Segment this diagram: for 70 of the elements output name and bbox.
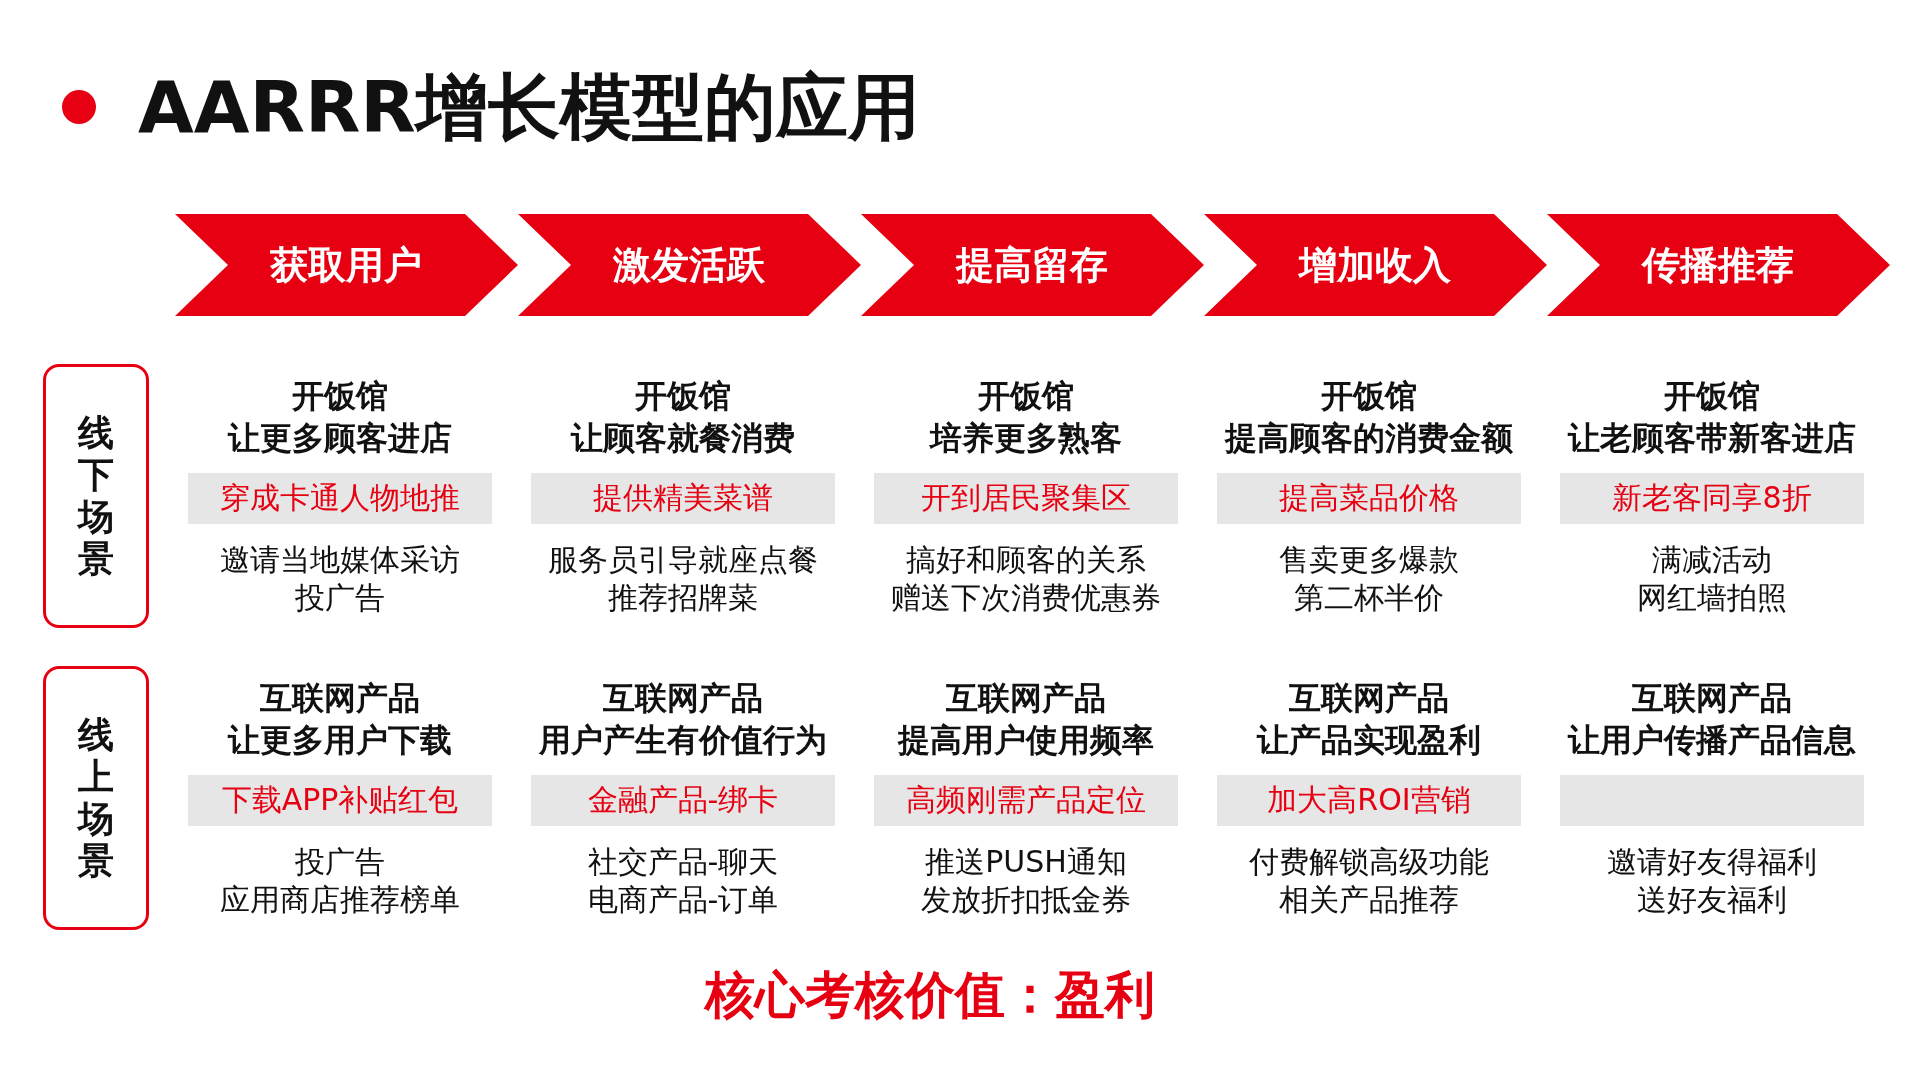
highlight-bar xyxy=(1217,775,1521,826)
highlight-text: 金融产品-绑卡 xyxy=(587,781,779,819)
highlight-bar xyxy=(531,775,835,826)
cell-heading: 让更多用户下载 xyxy=(226,720,453,760)
highlight-bar xyxy=(1560,775,1864,826)
highlight-text: 高频刚需产品定位 xyxy=(906,781,1146,819)
cell-text: 电商产品-订单 xyxy=(586,881,780,919)
row-header-text: 线上场景 xyxy=(76,714,115,882)
highlight-bar xyxy=(531,473,835,524)
caption-text: 核心考核价值：盈利 xyxy=(702,965,1156,1026)
cell-heading: 提高用户使用频率 xyxy=(896,720,1155,760)
row-header-text: 线下场景 xyxy=(76,412,115,580)
cell-text: 售卖更多爆款 xyxy=(1278,541,1460,579)
cell-heading: 开饭馆 xyxy=(291,376,389,416)
row-header-box xyxy=(43,364,149,628)
cell-text: 相关产品推荐 xyxy=(1278,881,1460,919)
cell-heading: 让用户传播产品信息 xyxy=(1566,720,1857,760)
cell-text: 满减活动 xyxy=(1651,541,1773,579)
cell-heading: 互联网产品 xyxy=(602,678,764,718)
highlight-text: 下载APP补贴红包 xyxy=(221,781,459,819)
cell-heading: 提高顾客的消费金额 xyxy=(1223,418,1514,458)
cell-heading: 让更多顾客进店 xyxy=(226,418,453,458)
cell-heading: 互联网产品 xyxy=(1631,678,1793,718)
highlight-bar xyxy=(1217,473,1521,524)
cell-heading: 开饭馆 xyxy=(1320,376,1418,416)
stage-label: 获取用户 xyxy=(269,242,423,288)
slide-title: AARRR增长模型的应用 xyxy=(138,64,920,151)
cell-text: 投广告 xyxy=(294,579,386,617)
cell-text: 邀请好友得福利 xyxy=(1606,843,1818,881)
cell-text: 发放折扣抵金券 xyxy=(920,881,1132,919)
cell-heading: 互联网产品 xyxy=(259,678,421,718)
cell-heading: 互联网产品 xyxy=(945,678,1107,718)
highlight-bar xyxy=(188,473,492,524)
cell-text: 推送PUSH通知 xyxy=(924,843,1128,881)
highlight-text: 加大高ROI营销 xyxy=(1267,781,1471,819)
cell-text: 网红墙拍照 xyxy=(1636,579,1788,617)
highlight-bar xyxy=(1560,473,1864,524)
highlight-bar xyxy=(188,775,492,826)
cell-heading: 开饭馆 xyxy=(634,376,732,416)
cell-text: 邀请当地媒体采访 xyxy=(219,541,461,579)
highlight-text: 提高菜品价格 xyxy=(1279,479,1459,517)
cell-text: 搞好和顾客的关系 xyxy=(905,541,1147,579)
cell-text: 赠送下次消费优惠券 xyxy=(890,579,1162,617)
cell-heading: 用户产生有价值行为 xyxy=(538,720,828,760)
highlight-text: 提供精美菜谱 xyxy=(593,479,773,517)
cell-text: 送好友福利 xyxy=(1636,881,1788,919)
cell-text: 推荐招牌菜 xyxy=(607,579,759,617)
cell-heading: 开饭馆 xyxy=(977,376,1075,416)
highlight-text: 开到居民聚集区 xyxy=(921,479,1131,517)
highlight-bar xyxy=(874,473,1178,524)
cell-heading: 培养更多熟客 xyxy=(928,418,1123,458)
row-header-box xyxy=(43,666,149,930)
highlight-text: 穿成卡通人物地推 xyxy=(220,479,460,517)
cell-text: 应用商店推荐榜单 xyxy=(219,881,461,919)
cell-heading: 让老顾客带新客进店 xyxy=(1566,418,1857,458)
cell-text: 第二杯半价 xyxy=(1293,579,1445,617)
cell-text: 投广告 xyxy=(294,843,386,881)
cell-heading: 互联网产品 xyxy=(1288,678,1450,718)
cell-heading: 让顾客就餐消费 xyxy=(569,418,796,458)
stage-label: 激发活跃 xyxy=(612,242,766,288)
stage-label: 传播推荐 xyxy=(1640,242,1795,288)
cell-text: 服务员引导就座点餐 xyxy=(547,541,819,579)
highlight-text: 新老客同享8折 xyxy=(1612,479,1812,517)
cell-heading: 让产品实现盈利 xyxy=(1255,720,1482,760)
stage-label: 提高留存 xyxy=(954,242,1109,288)
cell-text: 社交产品-聊天 xyxy=(586,843,780,881)
highlight-bar xyxy=(874,775,1178,826)
cell-heading: 开饭馆 xyxy=(1663,376,1761,416)
cell-text: 付费解锁高级功能 xyxy=(1248,843,1490,881)
stage-label: 增加收入 xyxy=(1297,242,1452,288)
